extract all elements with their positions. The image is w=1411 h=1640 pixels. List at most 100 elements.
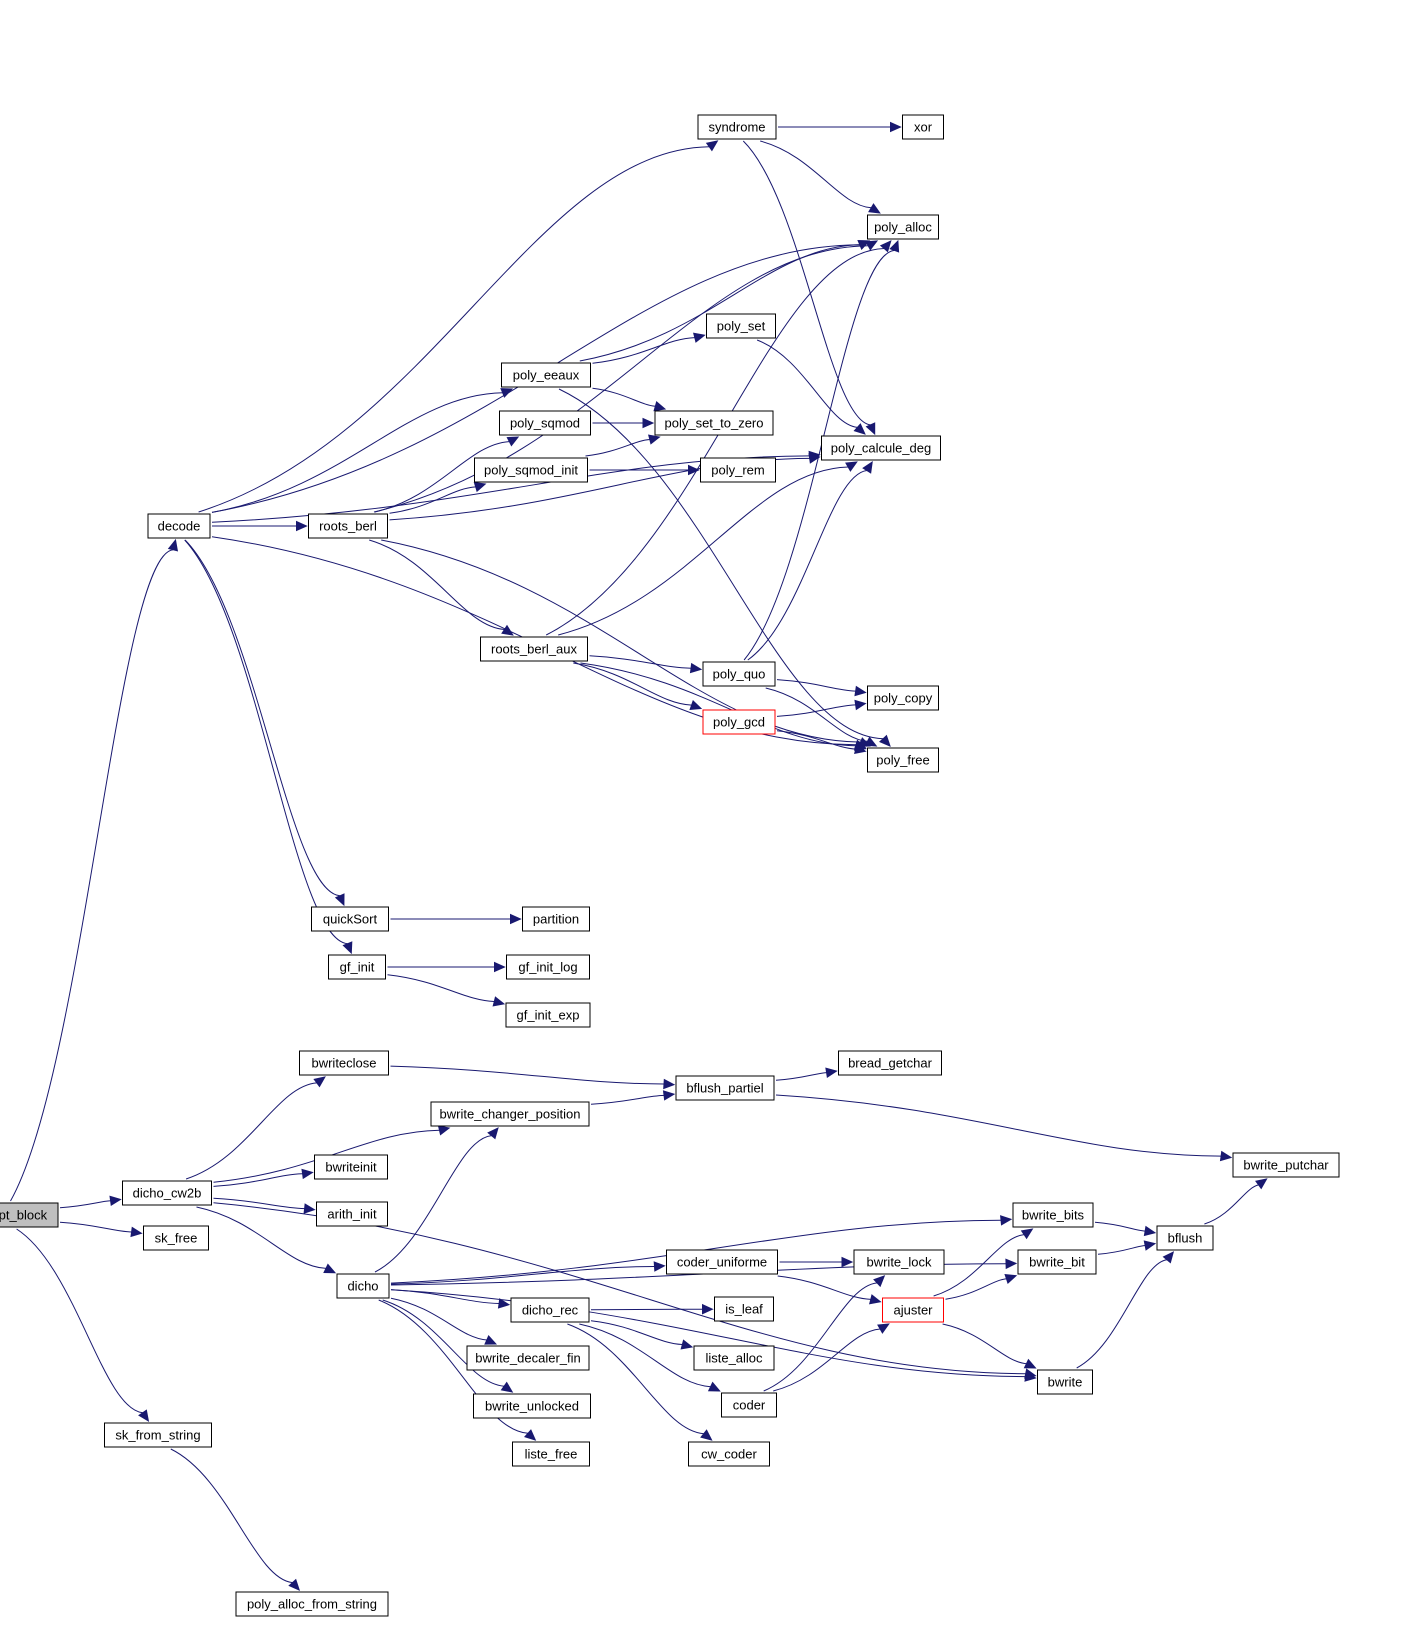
arrowhead-icon — [693, 332, 706, 343]
node-dicho-rec[interactable]: dicho_rec — [510, 1297, 590, 1323]
edge-line — [558, 388, 884, 740]
node-box — [430, 1101, 590, 1127]
node-label: bwrite_decaler_fin — [475, 1351, 581, 1366]
node-is-leaf[interactable]: is_leaf — [714, 1296, 774, 1322]
edge-line — [390, 1266, 655, 1285]
node-box — [721, 1392, 777, 1418]
node-dicho[interactable]: dicho — [336, 1273, 390, 1299]
node-poly-set[interactable]: poly_set — [706, 313, 776, 339]
node-poly-calcule-deg[interactable]: poly_calcule_deg — [821, 435, 941, 461]
node-dicho-cw2b[interactable]: dicho_cw2b — [122, 1180, 212, 1206]
edge-line — [933, 1234, 1025, 1297]
node-coder[interactable]: coder — [721, 1392, 777, 1418]
node-box — [675, 1075, 775, 1101]
arrowhead-icon — [700, 1429, 713, 1441]
edge-line — [942, 1323, 1027, 1365]
node-poly-alloc-from-string[interactable]: poly_alloc_from_string — [235, 1591, 389, 1617]
node-bwrite-decaler-fin[interactable]: bwrite_decaler_fin — [466, 1345, 590, 1371]
node-bwrite[interactable]: bwrite — [1037, 1369, 1093, 1395]
node-partition[interactable]: partition — [522, 906, 590, 932]
node-poly-sqmod-init[interactable]: poly_sqmod_init — [474, 457, 588, 483]
node-bwrite-bits[interactable]: bwrite_bits — [1012, 1202, 1094, 1228]
node-label: cw_coder — [701, 1447, 757, 1462]
node-ajuster[interactable]: ajuster — [882, 1297, 944, 1323]
node-label: sk_free — [155, 1231, 198, 1246]
edge-poly-eeaux-to-poly-set-to-zero — [592, 387, 667, 412]
node-xor[interactable]: xor — [902, 114, 944, 140]
arrowhead-icon — [653, 1261, 666, 1272]
node-label: bwriteclose — [311, 1056, 376, 1071]
edge-poly-gcd-to-poly-free — [776, 730, 867, 755]
edge-dicho-to-bwrite-decaler-fin — [390, 1297, 498, 1345]
node-poly-gcd[interactable]: poly_gcd — [702, 709, 776, 735]
node-box — [1037, 1369, 1093, 1395]
node-bwrite-changer-position[interactable]: bwrite_changer_position — [430, 1101, 590, 1127]
node-quicksort[interactable]: quickSort — [311, 906, 389, 932]
node-poly-set-to-zero[interactable]: poly_set_to_zero — [654, 410, 774, 436]
node-bflush[interactable]: bflush — [1156, 1225, 1214, 1251]
node-bwriteclose[interactable]: bwriteclose — [299, 1050, 389, 1076]
arrowhead-icon — [313, 1076, 326, 1088]
arrowhead-icon — [853, 423, 866, 435]
arrowhead-icon — [437, 1125, 451, 1136]
edge-line — [198, 146, 710, 513]
edge-line — [756, 339, 858, 428]
node-box — [700, 457, 776, 483]
arrowhead-icon — [296, 520, 308, 532]
node-arith-init[interactable]: arith_init — [316, 1201, 388, 1227]
arrowhead-icon — [1005, 1258, 1018, 1270]
node-box — [706, 313, 776, 339]
node-bread-getchar[interactable]: bread_getchar — [838, 1050, 942, 1076]
arrowhead-icon — [1143, 1225, 1157, 1237]
node-bwrite-unlocked[interactable]: bwrite_unlocked — [473, 1393, 591, 1419]
arrowhead-icon — [841, 1256, 854, 1268]
edge-line — [16, 1228, 143, 1414]
edge-ajuster-to-bwrite — [942, 1323, 1037, 1369]
node-gf-init-exp[interactable]: gf_init_exp — [505, 1002, 591, 1028]
node-poly-sqmod[interactable]: poly_sqmod — [499, 410, 591, 436]
node-poly-free[interactable]: poly_free — [867, 747, 939, 773]
node-bwrite-lock[interactable]: bwrite_lock — [853, 1249, 945, 1275]
node-poly-copy[interactable]: poly_copy — [867, 685, 939, 711]
node-cw-coder[interactable]: cw_coder — [688, 1441, 770, 1467]
edge-line — [390, 1219, 1002, 1284]
node-roots-berl[interactable]: roots_berl — [308, 513, 388, 539]
node-liste-alloc[interactable]: liste_alloc — [693, 1345, 775, 1371]
edge-bwriteclose-to-bflush-partiel — [390, 1065, 676, 1090]
node-decode[interactable]: decode — [147, 513, 211, 539]
arrowhead-icon — [707, 1381, 721, 1392]
node-poly-alloc[interactable]: poly_alloc — [867, 214, 939, 240]
node-decrypt-block[interactable]: decrypt_block — [0, 1202, 59, 1228]
edge-dicho-to-bwrite-unlocked — [382, 1299, 514, 1393]
arrowhead-icon — [845, 461, 858, 472]
edge-line — [590, 1094, 665, 1105]
node-box — [1232, 1152, 1340, 1178]
node-box — [867, 747, 939, 773]
node-sk-free[interactable]: sk_free — [143, 1225, 209, 1251]
node-box — [235, 1591, 389, 1617]
edge-line — [213, 1173, 303, 1187]
node-syndrome[interactable]: syndrome — [697, 114, 777, 140]
node-bwrite-putchar[interactable]: bwrite_putchar — [1232, 1152, 1340, 1178]
node-bflush-partiel[interactable]: bflush_partiel — [675, 1075, 775, 1101]
edge-dicho-to-coder-uniforme — [390, 1261, 666, 1285]
arrowhead-icon — [702, 1303, 714, 1315]
node-layer: decrypt_block decode dicho_cw2b sk_free sk_f… — [0, 114, 1340, 1617]
node-gf-init[interactable]: gf_init — [328, 954, 386, 980]
node-bwrite-bit[interactable]: bwrite_bit — [1017, 1249, 1097, 1275]
node-roots-berl-aux[interactable]: roots_berl_aux — [480, 636, 588, 662]
node-poly-quo[interactable]: poly_quo — [702, 661, 776, 687]
edge-line — [185, 1082, 317, 1180]
node-bwriteinit[interactable]: bwriteinit — [314, 1154, 388, 1180]
node-gf-init-log[interactable]: gf_init_log — [506, 954, 590, 980]
node-label: liste_free — [525, 1447, 578, 1462]
node-poly-eeaux[interactable]: poly_eeaux — [501, 362, 591, 388]
edge-syndrome-to-xor — [778, 121, 902, 133]
node-poly-rem[interactable]: poly_rem — [700, 457, 776, 483]
edge-line — [184, 539, 348, 945]
node-sk-from-string[interactable]: sk_from_string — [104, 1422, 212, 1448]
node-label: poly_copy — [874, 691, 933, 706]
node-coder-uniforme[interactable]: coder_uniforme — [666, 1249, 778, 1275]
node-liste-free[interactable]: liste_free — [512, 1441, 590, 1467]
